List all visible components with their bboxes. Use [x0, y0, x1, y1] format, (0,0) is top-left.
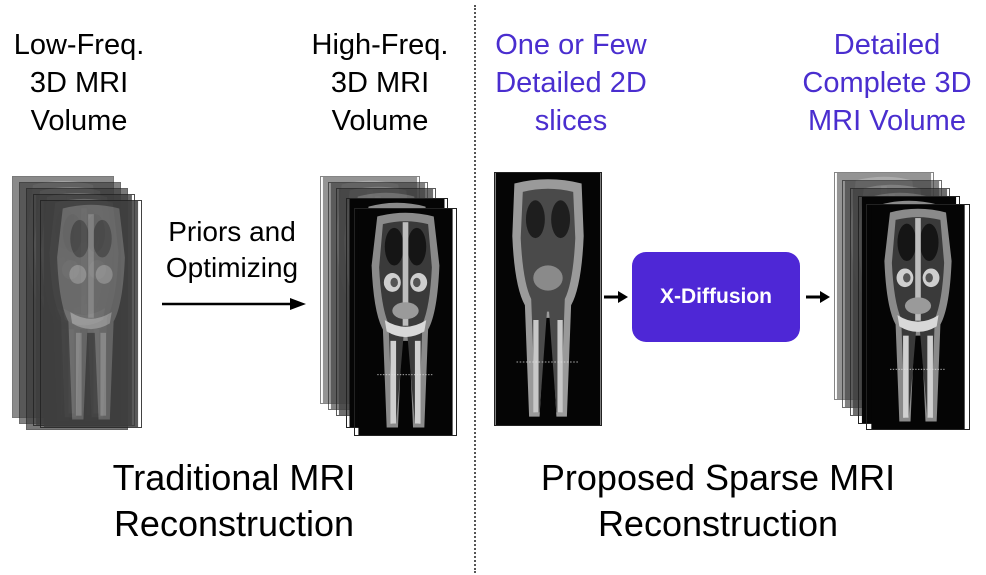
traditional-caption: Traditional MRI Reconstruction — [112, 457, 356, 544]
high-freq-label: High-Freq. 3D MRI Volume — [311, 29, 449, 137]
priors-arrow — [162, 298, 306, 310]
low-freq-slice-5 — [40, 200, 142, 428]
priors-optimizing-label: Priors and Optimizing — [165, 216, 299, 283]
arrow-to-model — [604, 291, 628, 303]
detailed-2d-slice — [494, 172, 602, 426]
complete-slice-front — [866, 204, 970, 430]
proposed-caption: Proposed Sparse MRI Reconstruction — [540, 457, 896, 544]
complete-volume-label: Detailed Complete 3D MRI Volume — [802, 29, 972, 137]
arrow-from-model — [806, 291, 830, 303]
section-divider — [474, 5, 476, 573]
high-freq-slice-front — [354, 208, 457, 436]
x-diffusion-box: X-Diffusion — [632, 252, 800, 342]
few-slices-label: One or Few Detailed 2D slices — [495, 29, 647, 137]
low-freq-label: Low-Freq. 3D MRI Volume — [13, 29, 145, 137]
